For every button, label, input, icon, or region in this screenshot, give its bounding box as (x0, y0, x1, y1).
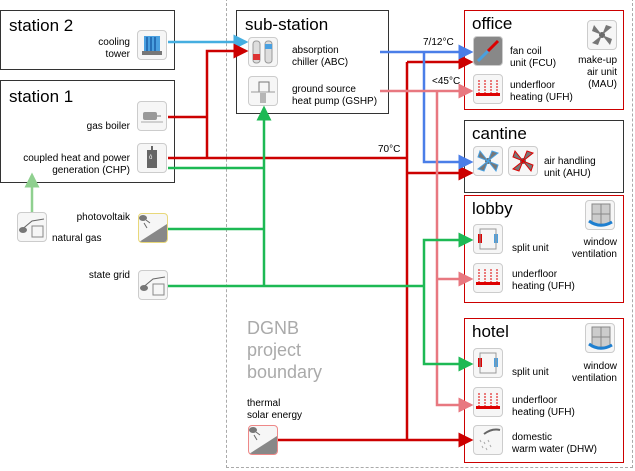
lobby-split-label: split unit (512, 243, 549, 254)
substation-title: sub-station (245, 15, 329, 34)
natural-gas-label: natural gas (52, 233, 102, 244)
hotel-title: hotel (472, 322, 509, 341)
heat-line-to-abc (205, 43, 249, 158)
cantine-title: cantine (472, 124, 527, 143)
gas-boiler-label: gas boiler (86, 121, 130, 132)
temp-high-label: 70°C (378, 144, 401, 155)
lobby-title: lobby (472, 199, 513, 218)
thermal-solar-icon (248, 425, 278, 455)
fan-coil-unit-icon (473, 36, 503, 66)
hotel-split-label: split unit (512, 367, 549, 378)
domestic-warm-water-icon (473, 425, 503, 455)
lobby-box (464, 195, 624, 303)
hotel-underfloor-heating-icon (473, 387, 503, 417)
temp-cold-label: 7/12°C (423, 37, 454, 48)
hotel-window-icon (585, 323, 615, 353)
photovoltaik-label: photovoltaik (76, 212, 130, 223)
natural-gas-icon (17, 212, 47, 242)
ground-source-heat-pump-icon (248, 76, 278, 106)
project-boundary (226, 0, 633, 468)
hotel-box (464, 318, 624, 463)
ahu-cooling-fan-icon (473, 146, 503, 176)
station-2-title: station 2 (9, 16, 74, 35)
ahu-heating-fan-icon (508, 146, 538, 176)
office-title: office (472, 14, 513, 33)
hotel-split-unit-icon (473, 348, 503, 378)
photovoltaik-icon (138, 213, 168, 243)
lobby-split-unit-icon (473, 224, 503, 254)
elec-to-hotel (422, 286, 474, 372)
temp-low-label: <45°C (432, 76, 461, 87)
state-grid-icon (138, 270, 168, 300)
state-grid-label: state grid (88, 270, 130, 281)
cooling-tower-icon (137, 30, 167, 60)
station-1-title: station 1 (9, 87, 74, 106)
underfloor-heating-icon (473, 74, 503, 104)
gas-boiler-icon (137, 101, 167, 131)
elec-to-lobby (422, 232, 474, 286)
absorption-chiller-icon (248, 37, 278, 67)
lobby-window-icon (585, 200, 615, 230)
make-up-air-unit-icon (587, 20, 617, 50)
lobby-underfloor-heating-icon (473, 263, 503, 293)
cold-to-cantine (422, 52, 474, 170)
chp-icon: ô (137, 143, 167, 173)
low-temp-vertical (435, 91, 474, 413)
svg-text:ô: ô (149, 155, 153, 161)
